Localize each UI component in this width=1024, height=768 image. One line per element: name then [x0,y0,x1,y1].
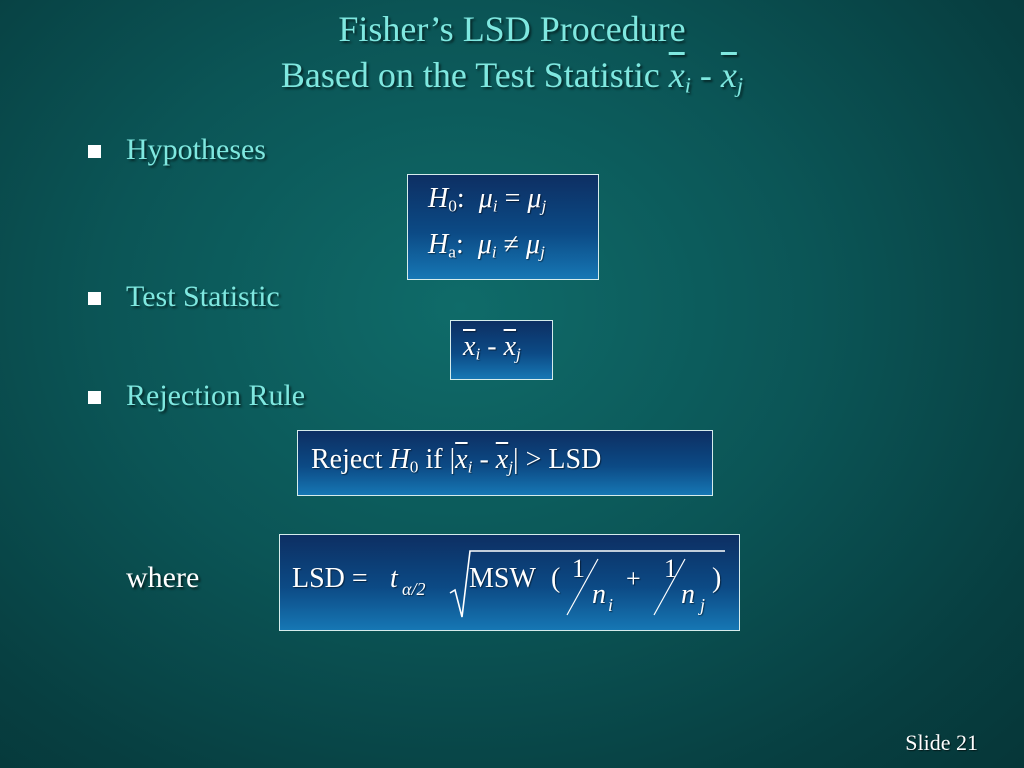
h0-equals: = [504,183,521,214]
stat-x-bar-j: x [503,331,517,362]
rule-x-bar-j: x [495,444,509,475]
h0-mu-i: μ [478,183,493,214]
title-minus: - [699,55,712,95]
bullet-square-icon [88,145,101,158]
lsd-lhs: LSD = [292,563,368,594]
frac2-slash [653,558,686,616]
bullet-hypotheses-text: Hypotheses [126,133,266,166]
rule-reject: Reject [311,444,383,475]
title-sub-i: i [684,72,691,98]
ha-sub: a [448,242,456,262]
rule-h-sub: 0 [409,457,419,477]
ha-mu-j-sub: j [540,242,545,262]
lsd-formula-box: LSD = t α/2 MSW ( 1 n i + 1 n j ) [279,534,740,631]
lsd-t-sub: α/2 [402,579,425,599]
lsd-t: t [390,563,399,594]
ha-line: Ha: μi ≠ μj [428,229,545,262]
title-line-2-prefix: Based on the Test Statistic [280,55,669,95]
rule-gt-lsd: > LSD [525,444,602,475]
h0-line: H0: μi = μj [428,183,546,216]
rule-abs-close: | [513,444,519,475]
h0-mu-j-sub: j [541,196,547,216]
lsd-open-paren: ( [551,563,560,594]
rule-sub-j: j [508,457,514,477]
stat-sub-i: i [475,344,481,364]
test-statistic-box: xi - xj [450,320,553,380]
title-line-2: Based on the Test Statistic xi - xj [0,52,1024,109]
ha-mu-j: μ [526,229,541,260]
title-x-bar: x [668,55,685,95]
h0-colon: : [456,183,465,214]
rule-if: if [425,444,443,475]
lsd-frac2-den-sub: j [698,595,705,615]
lsd-formula: LSD = t α/2 MSW ( 1 n i + 1 n j ) [292,550,725,618]
title-x-bar-2: x [720,55,737,95]
lsd-frac1-num: 1 [572,554,585,583]
bullet-test-statistic-text: Test Statistic [126,280,280,313]
rule-x-bar-i: x [455,444,468,475]
statistic-expression: xi - xj [463,331,521,364]
title-sub-j: j [736,72,744,98]
bullet-rejection-rule-text: Rejection Rule [126,379,306,412]
rejection-rule-expression: Reject H0 if |xi - xj| > LSD [311,444,601,477]
lsd-plus: + [626,564,641,593]
lsd-frac1-den-sub: i [608,595,613,615]
rule-abs-open: | [449,444,456,475]
stat-minus: - [487,331,497,362]
bullet-square-icon [88,292,101,305]
title-line-1: Fisher’s LSD Procedure [338,9,686,49]
h0-mu-j: μ [527,183,542,214]
ha-not-equals: ≠ [503,229,519,260]
h0-symbol: H [428,183,449,214]
ha-colon: : [455,229,464,260]
rule-h: H [389,444,410,475]
where-label: where [126,561,200,594]
lsd-frac2-den: n [681,579,695,610]
rule-minus: - [479,444,489,475]
frac1-slash [566,558,599,616]
hypotheses-box: H0: μi = μj Ha: μi ≠ μj [407,174,599,280]
slide-number: Slide 21 [905,730,978,755]
ha-symbol: H [428,229,449,260]
stat-sub-j: j [516,344,521,364]
lsd-frac2-num: 1 [664,554,677,583]
h0-mu-i-sub: i [492,196,498,216]
rejection-rule-box: Reject H0 if |xi - xj| > LSD [297,430,713,496]
ha-mu-i: μ [477,229,492,260]
slide-title: Fisher’s LSD Procedure Based on the Test… [0,6,1024,109]
bullet-square-icon [88,391,101,404]
rule-sub-i: i [467,457,473,477]
lsd-frac1-den: n [592,579,606,610]
h0-sub: 0 [448,196,457,216]
lsd-msw: MSW [469,563,536,594]
sqrt-sign [449,550,725,618]
stat-x-bar-i: x [463,331,476,362]
ha-mu-i-sub: i [491,242,497,262]
lsd-close-paren: ) [712,563,721,594]
